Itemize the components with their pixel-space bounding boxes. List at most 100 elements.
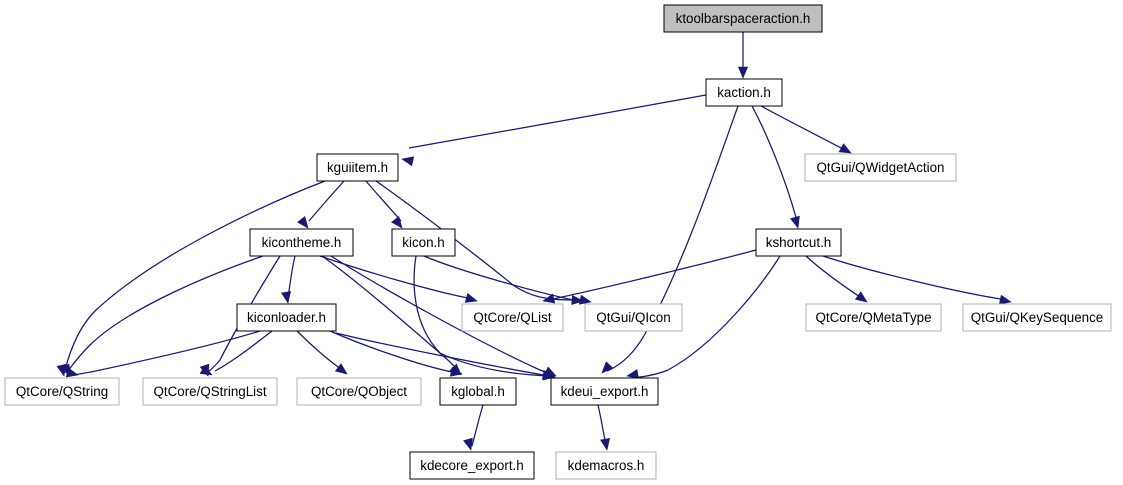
edge-kicontheme-to-qstring: [67, 255, 264, 372]
arrowhead-to-kicontheme: [297, 215, 309, 229]
node-qkeysequence[interactable]: QtGui/QKeySequence: [962, 303, 1112, 332]
edge-kaction-to-qwidgetaction: [760, 105, 848, 152]
node-box-qkeysequence[interactable]: [962, 303, 1112, 332]
arrowhead-to-kguiitem: [401, 156, 415, 167]
node-box-kdeui_export[interactable]: [550, 377, 659, 406]
edge-kicon-to-qicon: [423, 255, 584, 303]
edge-kshortcut-to-qmetatype: [805, 255, 864, 300]
node-box-qobject[interactable]: [296, 377, 422, 406]
node-label-kshortcut: kshortcut.h: [766, 235, 832, 250]
node-kdemacros[interactable]: kdemacros.h: [555, 451, 657, 480]
node-box-qlist[interactable]: [461, 303, 564, 332]
edge-kshortcut-to-qlist: [547, 249, 757, 301]
node-kguiitem[interactable]: kguiitem.h: [316, 153, 399, 182]
node-box-kicon[interactable]: [391, 228, 456, 257]
node-label-qmetatype: QtCore/QMetaType: [815, 310, 931, 325]
node-box-qicon[interactable]: [584, 303, 683, 332]
edge-kicon-to-kdeui_export: [413, 255, 552, 377]
arrowhead-to-kaction: [737, 66, 749, 79]
arrowheads-layer: [56, 66, 1012, 451]
edge-kiconloader-to-kglobal: [329, 330, 458, 374]
edge-kglobal-to-kdecore_export: [471, 404, 484, 447]
node-box-qwidgetaction[interactable]: [804, 153, 957, 182]
node-box-qmetatype[interactable]: [805, 303, 942, 332]
arrowhead-to-qlist: [542, 293, 556, 304]
arrowhead-to-qicon: [578, 294, 592, 305]
node-label-qkeysequence: QtGui/QKeySequence: [971, 310, 1104, 325]
edge-kshortcut-to-qkeysequence: [822, 255, 1008, 301]
node-label-kaction: kaction.h: [717, 85, 771, 100]
node-kicon[interactable]: kicon.h: [391, 228, 456, 257]
arrowhead-to-kshortcut: [790, 215, 800, 229]
node-label-qstring: QtCore/QString: [16, 384, 108, 399]
node-box-kguiitem[interactable]: [316, 153, 399, 182]
node-label-qstringlist: QtCore/QStringList: [153, 384, 266, 399]
edge-kaction-to-kshortcut: [751, 105, 798, 222]
arrowhead-to-qstringlist: [199, 364, 213, 376]
edge-kaction-to-kguiitem: [408, 94, 707, 149]
node-qicon[interactable]: QtGui/QIcon: [584, 303, 683, 332]
node-box-kaction[interactable]: [705, 78, 783, 107]
arrowhead-to-qstring: [65, 367, 79, 378]
node-qwidgetaction[interactable]: QtGui/QWidgetAction: [804, 153, 957, 182]
node-qstring[interactable]: QtCore/QString: [4, 377, 120, 406]
node-label-qwidgetaction: QtGui/QWidgetAction: [816, 160, 944, 175]
arrowhead-to-kdeui_export: [626, 369, 640, 380]
edge-kguiitem-to-qstring: [64, 180, 326, 371]
node-qobject[interactable]: QtCore/QObject: [296, 377, 422, 406]
arrowhead-to-kdeui_export: [601, 361, 614, 374]
edge-kiconloader-to-qstringlist: [214, 330, 273, 372]
node-kiconloader[interactable]: kiconloader.h: [236, 303, 337, 332]
arrowhead-to-qobject: [334, 363, 348, 375]
node-label-kglobal: kglobal.h: [451, 384, 505, 399]
node-label-qlist: QtCore/QList: [473, 310, 551, 325]
node-box-qstringlist[interactable]: [142, 377, 278, 406]
node-label-kdeui_export: kdeui_export.h: [561, 384, 649, 399]
node-box-kdecore_export[interactable]: [409, 451, 535, 480]
node-box-ktoolbarspaceraction[interactable]: [663, 4, 823, 33]
node-label-qicon: QtGui/QIcon: [596, 310, 670, 325]
node-label-kiconloader: kiconloader.h: [247, 310, 326, 325]
node-label-ktoolbarspaceraction: ktoolbarspaceraction.h: [676, 11, 811, 26]
node-kshortcut[interactable]: kshortcut.h: [755, 228, 842, 257]
node-kdecore_export[interactable]: kdecore_export.h: [409, 451, 535, 480]
edge-kguiitem-to-kicontheme: [308, 180, 345, 222]
arrowhead-to-kdecore_export: [463, 437, 473, 451]
edge-kaction-to-kdeui_export: [606, 105, 739, 372]
node-qlist[interactable]: QtCore/QList: [461, 303, 564, 332]
node-label-kicontheme: kicontheme.h: [262, 235, 342, 250]
node-label-kguiitem: kguiitem.h: [327, 160, 388, 175]
arrowhead-to-qwidgetaction: [838, 143, 852, 154]
arrowhead-to-kdeui_export: [541, 370, 555, 381]
node-box-kdemacros[interactable]: [555, 451, 657, 480]
node-box-kicontheme[interactable]: [249, 228, 354, 257]
arrowhead-to-qkeysequence: [998, 294, 1012, 305]
arrowhead-to-qmetatype: [854, 291, 868, 303]
node-kdeui_export[interactable]: kdeui_export.h: [550, 377, 659, 406]
arrowhead-to-kglobal: [449, 366, 463, 377]
node-label-kdemacros: kdemacros.h: [568, 458, 645, 473]
edge-kiconloader-to-qstring: [73, 330, 261, 376]
edge-kicontheme-to-kiconloader: [287, 255, 296, 298]
node-label-kdecore_export: kdecore_export.h: [420, 458, 523, 473]
node-box-kiconloader[interactable]: [236, 303, 337, 332]
node-qmetatype[interactable]: QtCore/QMetaType: [805, 303, 942, 332]
node-kglobal[interactable]: kglobal.h: [439, 377, 517, 406]
node-kicontheme[interactable]: kicontheme.h: [249, 228, 354, 257]
node-qstringlist[interactable]: QtCore/QStringList: [142, 377, 278, 406]
edge-kshortcut-to-kdeui_export: [630, 255, 781, 379]
arrowhead-to-qicon: [571, 294, 584, 306]
edge-kicontheme-to-qstringlist: [208, 255, 281, 372]
nodes-layer: ktoolbarspaceraction.h kaction.hQtGui/QWi…: [4, 4, 1112, 480]
node-label-qobject: QtCore/QObject: [311, 384, 407, 399]
node-ktoolbarspaceraction[interactable]: ktoolbarspaceraction.h: [663, 4, 823, 33]
node-label-kicon: kicon.h: [402, 235, 444, 250]
node-box-kshortcut[interactable]: [755, 228, 842, 257]
node-box-qstring[interactable]: [4, 377, 120, 406]
arrowhead-to-qlist: [464, 293, 478, 303]
node-box-kglobal[interactable]: [439, 377, 517, 406]
node-kaction[interactable]: kaction.h: [705, 78, 783, 107]
arrowhead-to-kicon: [391, 215, 403, 229]
